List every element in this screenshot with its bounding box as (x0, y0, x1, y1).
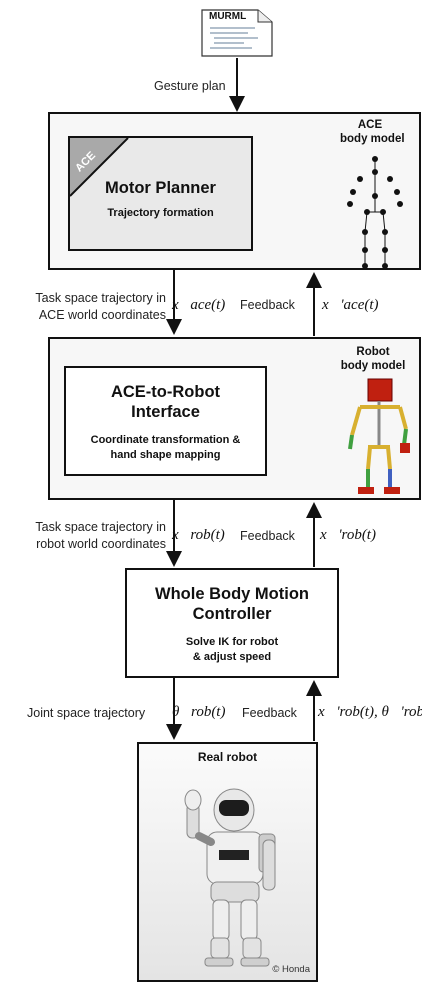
robot-feedback-label: Feedback (240, 529, 295, 543)
ace-trajectory-label: Task space trajectory in ACE world coord… (35, 291, 166, 322)
ace-feedback-math: x⃗'ace(t) (322, 297, 379, 313)
motor-planner-box: ACE Motor Planner Trajectory formation (68, 136, 253, 251)
interface-title: ACE-to-Robot Interface (110, 383, 221, 421)
interface-subtitle: Coordinate transformation & hand shape m… (90, 434, 241, 461)
robot-trajectory-label: Task space trajectory in robot world coo… (35, 520, 166, 551)
humanoid-robot-image (184, 788, 276, 967)
ace-corner-badge (70, 138, 129, 197)
whole-body-motion-controller-box: Whole Body Motion Controller Solve IK fo… (125, 568, 339, 678)
gesture-plan-label: Gesture plan (154, 79, 226, 93)
ace-to-robot-interface-box: ACE-to-Robot Interface Coordinate transf… (64, 366, 267, 476)
honda-credit: © Honda (272, 964, 310, 975)
robot-block: ACE-to-Robot Interface Coordinate transf… (48, 337, 421, 500)
real-feedback-label: Feedback (242, 706, 297, 720)
motor-planner-subtitle: Trajectory formation (107, 207, 214, 219)
real-robot-title: Real robot (197, 750, 258, 764)
robot-trajectory-math: x⃗rob(t) (172, 527, 225, 543)
wbm-title: Whole Body Motion Controller (155, 585, 309, 623)
robot-body-model-figure (348, 378, 410, 494)
robot-feedback-math: x⃗'rob(t) (320, 527, 376, 543)
ace-block: ACE Motor Planner Trajectory formation A… (48, 112, 421, 270)
real-feedback-math: x⃗'rob(t), θ⃗'rob(t) (318, 704, 422, 720)
ace-stick-figure (347, 156, 403, 269)
ace-feedback-label: Feedback (240, 298, 295, 312)
joint-trajectory-label: Joint space trajectory (27, 706, 146, 720)
ace-trajectory-math: x⃗ace(t) (172, 297, 226, 313)
joint-trajectory-math: θ⃗rob(t) (172, 704, 226, 720)
motor-planner-title: Motor Planner (105, 179, 216, 197)
murml-document: MURML (200, 8, 274, 58)
murml-label: MURML (209, 11, 247, 22)
document-icon (201, 9, 273, 57)
robot-body-model-label: Robot body model (340, 346, 406, 372)
ace-body-model-label: ACE body model (340, 119, 405, 145)
real-robot-box: Real robot © Honda (137, 742, 318, 982)
wbm-subtitle: Solve IK for robot & adjust speed (185, 636, 279, 663)
